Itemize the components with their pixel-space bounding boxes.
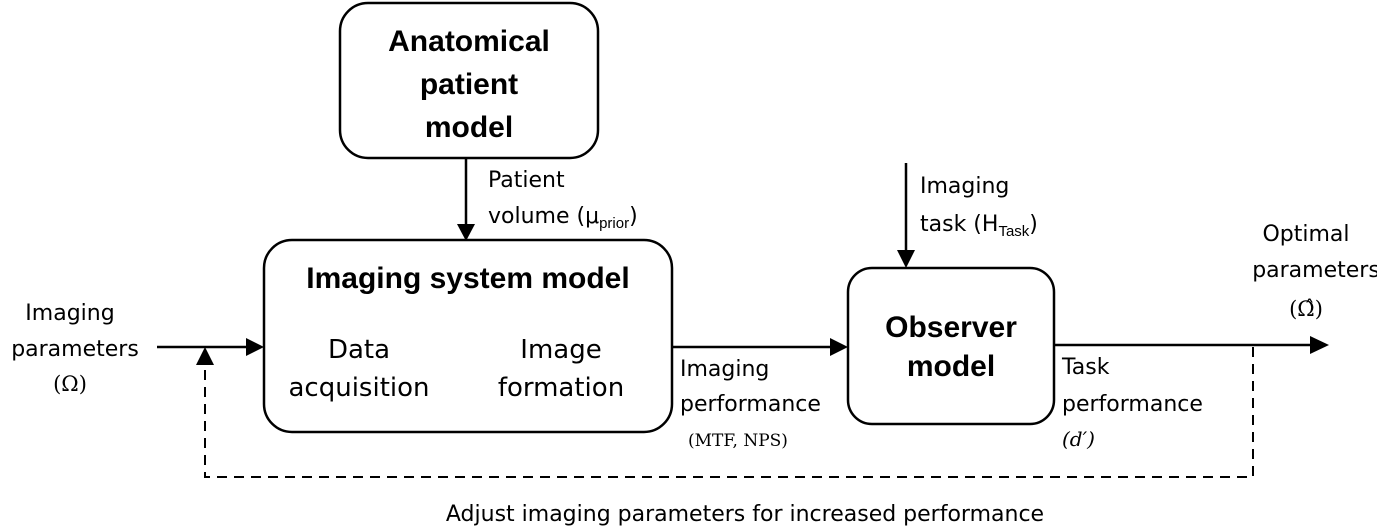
optimal-parameters-label-line-2: parameters (1252, 258, 1377, 283)
optimal-parameters-label-line-3: (Ω̂) (1289, 297, 1323, 321)
patient-volume-label-line-1: Patient (488, 168, 565, 193)
imaging-parameters-arrow (157, 338, 264, 356)
observer-title-line-2: model (907, 350, 995, 383)
imaging-performance-label-line-3: (MTF, NPS) (688, 431, 788, 451)
task-performance-label-line-2: performance (1062, 392, 1203, 417)
image-formation-line-2: formation (498, 373, 624, 403)
imaging-parameters-label-line-2: parameters (11, 337, 139, 362)
anatomical-patient-model-box: Anatomical patient model (338, 1, 600, 160)
imaging-parameters-label-line-3: (Ω) (53, 372, 87, 396)
imaging-parameters-label-line-1: Imaging (25, 301, 114, 326)
imaging-system-title: Imaging system model (306, 262, 629, 295)
patient-volume-arrow (457, 158, 475, 241)
imaging-system-model-box: Imaging system model Data acquisition Im… (262, 238, 674, 434)
feedback-loop-arrow (196, 347, 1254, 478)
feedback-caption: Adjust imaging parameters for increased … (446, 502, 1044, 527)
task-performance-label-line-1: Task (1061, 355, 1110, 380)
task-performance-arrow (1054, 336, 1329, 354)
patient-model-title-line-1: Anatomical (388, 25, 550, 58)
patient-model-title-line-2: patient (420, 68, 518, 101)
imaging-performance-label-line-2: performance (680, 392, 821, 417)
imaging-task-label-line-2: task (HTask) (920, 212, 1038, 240)
optimal-parameters-label-line-1: Optimal (1262, 222, 1349, 247)
imaging-performance-label-line-1: Imaging (680, 357, 769, 382)
data-acquisition-line-1: Data (328, 335, 390, 365)
image-formation-line-1: Image (520, 335, 601, 365)
imaging-task-label-line-1: Imaging (920, 174, 1009, 199)
data-acquisition-line-2: acquisition (288, 373, 429, 403)
patient-volume-label-line-2: volume (μprior) (488, 204, 638, 232)
observer-model-box: Observer model (846, 266, 1056, 426)
patient-model-title-line-3: model (425, 111, 513, 144)
imaging-performance-arrow (672, 338, 848, 356)
task-performance-label-line-3: (d′) (1062, 427, 1095, 451)
imaging-task-arrow (897, 163, 915, 268)
observer-title-line-1: Observer (885, 311, 1017, 344)
